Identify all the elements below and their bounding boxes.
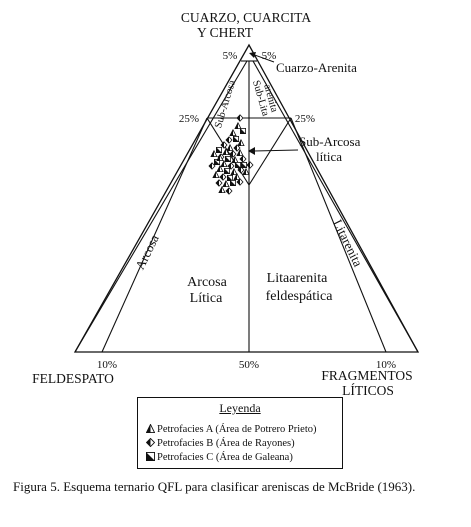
sample-point xyxy=(234,161,241,168)
sample-point xyxy=(230,167,238,176)
sample-point xyxy=(233,172,241,181)
pct-base-mid-50: 50% xyxy=(239,359,259,371)
sample-point xyxy=(226,174,233,181)
field-litarenita-feld-2: feldespática xyxy=(266,289,334,304)
legend-item-b: Petrofacies B (Área de Rayones) xyxy=(146,438,295,449)
sample-point xyxy=(208,162,216,170)
legend-item-c: Petrofacies C (Área de Galeana) xyxy=(146,452,293,463)
legend: Leyenda Petrofacies A (Área de Potrero P… xyxy=(137,397,343,469)
vertex-left: FELDESPATO xyxy=(32,371,114,386)
field-litarenita: Litarenita xyxy=(330,217,366,269)
sample-point xyxy=(212,170,220,179)
legend-title: Leyenda xyxy=(219,401,261,415)
sample-point xyxy=(226,143,234,152)
field-arcosa-litica-2: Lítica xyxy=(190,291,223,306)
sample-point xyxy=(218,185,226,194)
sample-point xyxy=(242,167,250,176)
field-arcosa: Arcosa xyxy=(132,232,162,272)
pct-base-left-10: 10% xyxy=(97,359,117,371)
sample-point xyxy=(219,173,227,181)
pct-top-right-5: 5% xyxy=(262,50,277,62)
sample-point xyxy=(232,135,239,142)
sample-point xyxy=(229,128,237,137)
sample-point xyxy=(215,179,223,187)
sample-point xyxy=(237,166,245,174)
sample-point xyxy=(224,155,231,162)
line-5pct-right xyxy=(252,60,419,353)
sample-point xyxy=(216,164,224,173)
legend-label-a: Petrofacies A (Área de Potrero Prieto) xyxy=(157,424,317,435)
sample-point xyxy=(215,146,222,153)
vertex-right-line2: LÍTICOS xyxy=(342,383,394,398)
triangle-half-icon xyxy=(146,424,155,433)
sample-point xyxy=(220,141,228,149)
field-cuarzo-arenita: Cuarzo-Arenita xyxy=(276,60,357,75)
pct-top-left-5: 5% xyxy=(223,50,238,62)
sample-point xyxy=(229,179,236,186)
sample-point xyxy=(240,161,247,168)
line-diag-right xyxy=(248,117,292,186)
field-litarenita-feld-1: Litaarenita xyxy=(267,271,328,286)
arrowhead-cuarzo-arenita xyxy=(249,52,256,58)
sample-point xyxy=(225,187,233,195)
line-5pct-left xyxy=(74,60,248,353)
legend-item-a: Petrofacies A (Área de Potrero Prieto) xyxy=(146,424,317,435)
pct-right-25: 25% xyxy=(295,113,315,125)
sample-point xyxy=(225,136,233,144)
vertex-right-line1: FRAGMENTOS xyxy=(321,368,412,383)
sample-point xyxy=(236,114,244,122)
vertex-top-line2: Y CHERT xyxy=(197,25,254,40)
sample-point xyxy=(223,167,230,174)
pct-left-25: 25% xyxy=(179,113,199,125)
line-25pct-left xyxy=(101,117,208,353)
sample-point xyxy=(222,179,230,188)
field-sub-arcosa-litica-2: lítica xyxy=(316,149,342,164)
line-25pct-right xyxy=(290,117,387,353)
arrowhead-sub-arcosa-litica xyxy=(248,147,255,155)
line-diag-left xyxy=(206,117,250,186)
field-sub-arcosa: Sub-Arcosa xyxy=(213,79,238,130)
figure-caption: Figura 5. Esquema ternario QFL para clas… xyxy=(13,479,416,494)
sample-point xyxy=(213,158,220,165)
sample-point xyxy=(233,144,241,152)
sample-point xyxy=(210,149,218,158)
ternary-outline xyxy=(73,43,420,353)
legend-label-b: Petrofacies B (Área de Rayones) xyxy=(157,438,295,449)
field-arcosa-litica-1: Arcosa xyxy=(187,275,227,290)
diamond-half-icon xyxy=(146,438,155,447)
field-sub-arcosa-litica-1: Sub-Arcosa xyxy=(299,134,361,149)
sample-point xyxy=(222,147,230,156)
sample-point xyxy=(239,127,246,134)
sample-point xyxy=(237,138,245,147)
sample-point xyxy=(236,178,244,186)
sample-point xyxy=(246,161,254,169)
sample-point xyxy=(239,155,247,163)
sample-point xyxy=(236,148,244,157)
pct-base-right-10: 10% xyxy=(376,359,396,371)
legend-label-c: Petrofacies C (Área de Galeana) xyxy=(157,452,293,463)
sample-point xyxy=(229,150,237,158)
sample-point xyxy=(227,162,235,170)
sample-point xyxy=(216,153,224,162)
sample-point xyxy=(220,159,228,168)
sample-point xyxy=(234,121,242,130)
qfl-ternary-diagram: CUARZO, CUARCITA Y CHERT FELDESPATO FRAG… xyxy=(32,10,420,398)
arrow-cuarzo-arenita xyxy=(251,53,275,63)
square-half-icon xyxy=(146,452,155,461)
arrow-sub-arcosa-litica xyxy=(251,149,299,152)
vertex-top-line1: CUARZO, CUARCITA xyxy=(181,10,311,25)
sample-points xyxy=(208,114,254,195)
